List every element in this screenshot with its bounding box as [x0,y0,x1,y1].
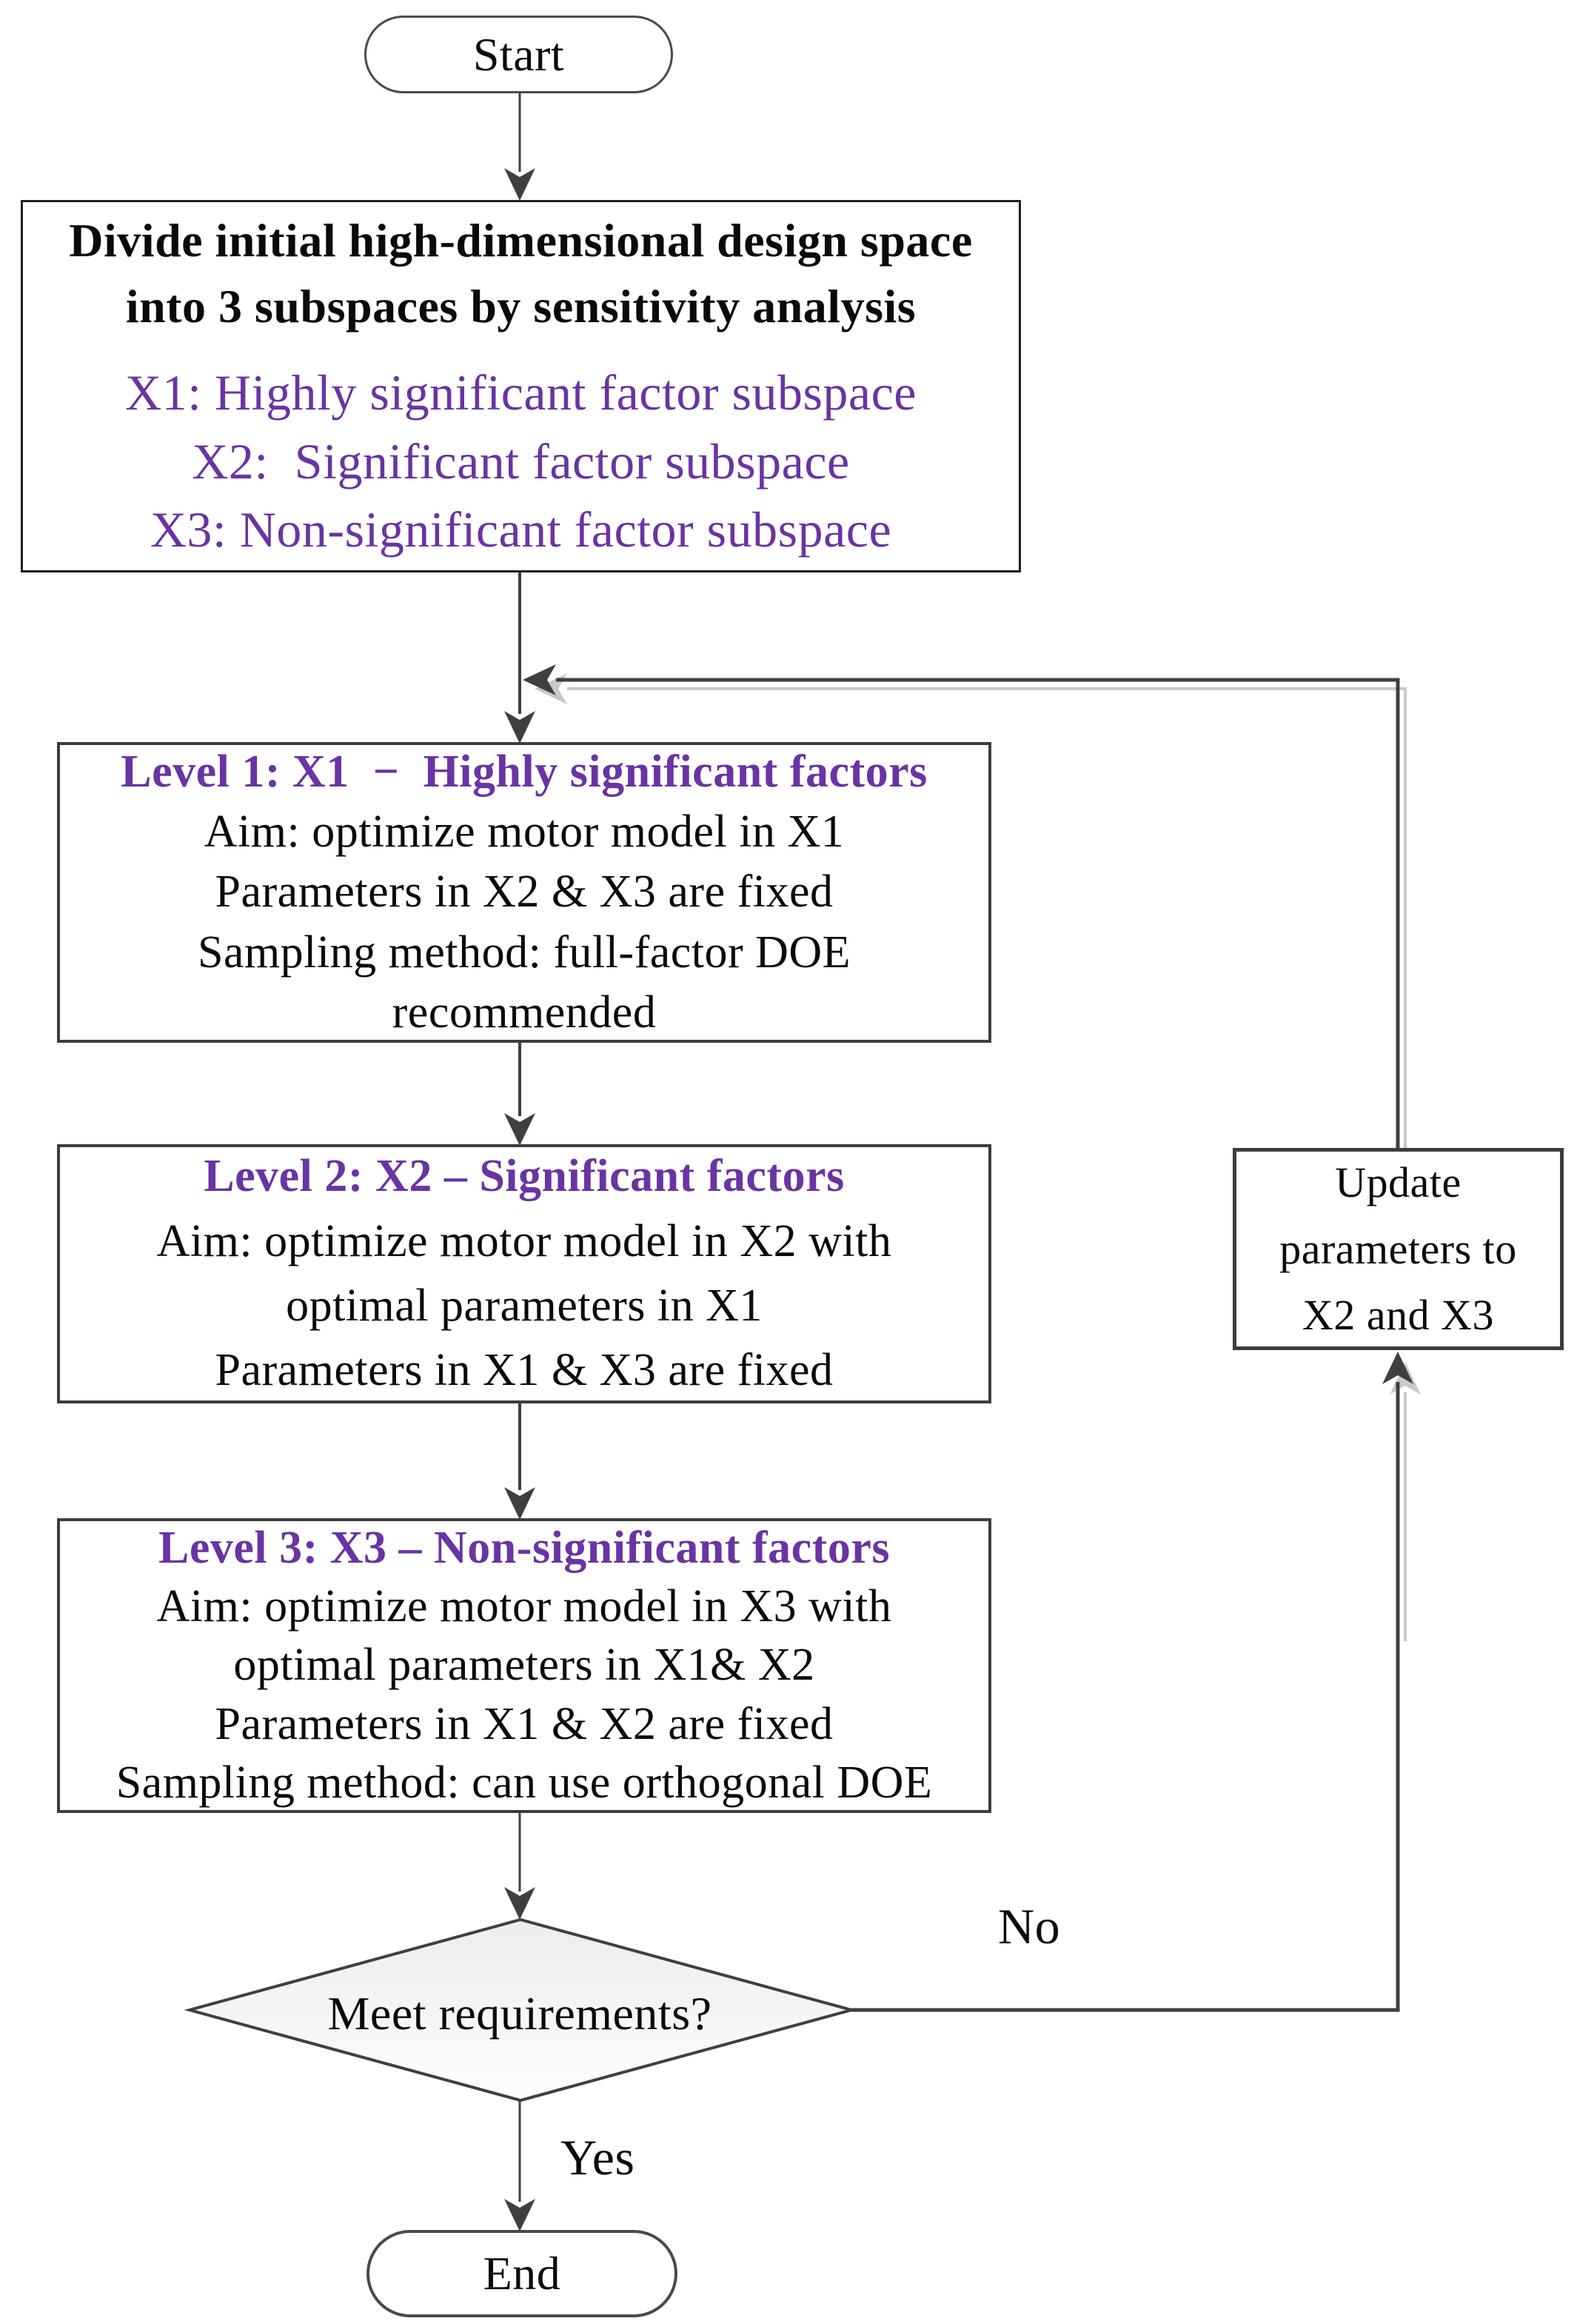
arrow-divide-to-level1 [504,572,535,744]
level2-body-line: Parameters in X1 & X3 are fixed [215,1345,834,1396]
divide-heading-line1: Divide initial high-dimensional design s… [69,214,973,267]
level2-body-line: optimal parameters in X1 [286,1280,763,1331]
start-node: Start [364,16,673,93]
arrow-level3-to-decision [504,1813,535,1920]
update-parameters-box: Update parameters to X2 and X3 [1233,1148,1564,1350]
level3-body-line: Aim: optimize motor model in X3 with [156,1580,892,1632]
subspace-x3: X3: Non-significant factor subspace [150,501,892,558]
end-label: End [483,2247,561,2300]
divide-design-space-box: Divide initial high-dimensional design s… [21,200,1021,572]
divide-heading: Divide initial high-dimensional design s… [69,208,972,339]
level1-body-line: Sampling method: full-factor DOE [197,926,851,978]
subspace-x2: X2: Significant factor subspace [192,433,850,490]
subspace-x1: X1: Highly significant factor subspace [125,364,917,421]
level1-heading: Level 1: X1 − Highly significant factors [121,746,928,797]
level2-heading: Level 2: X2 – Significant factors [204,1151,845,1202]
update-line: parameters to [1279,1224,1517,1273]
end-node: End [366,2230,677,2317]
yes-edge-label: Yes [560,2129,635,2186]
level2-box: Level 2: X2 – Significant factors Aim: o… [57,1144,991,1403]
level1-body-line: Parameters in X2 & X3 are fixed [215,867,834,918]
level1-body-line: recommended [392,986,657,1038]
arrow-level1-to-level2 [504,1043,535,1146]
update-line: Update [1335,1158,1462,1206]
decision-diamond [184,1917,857,2103]
level3-body-line: optimal parameters in X1& X2 [233,1640,815,1691]
level3-body-line: Parameters in X1 & X2 are fixed [215,1698,834,1749]
level2-body-line: Aim: optimize motor model in X2 with [156,1215,892,1266]
no-edge-label: No [998,1898,1061,1954]
feedback-path [523,664,1413,2012]
arrow-start-to-divide [504,93,535,201]
start-label: Start [472,27,565,81]
level1-body-line: Aim: optimize motor model in X1 [204,807,845,858]
decision-label: Meet requirements? [327,1987,712,2040]
arrow-decision-to-end [504,2100,535,2231]
arrow-level2-to-level3 [504,1403,535,1520]
divide-heading-line2: into 3 subspaces by sensitivity analysis [125,279,917,333]
level1-box: Level 1: X1 − Highly significant factors… [57,742,991,1043]
subspace-list: X1: Highly significant factor subspace X… [125,358,917,564]
level3-body-line: Sampling method: can use orthogonal DOE [115,1757,933,1809]
update-line: X2 and X3 [1302,1291,1494,1340]
level3-box: Level 3: X3 – Non-significant factors Ai… [57,1518,991,1813]
level3-heading: Level 3: X3 – Non-significant factors [158,1522,890,1573]
